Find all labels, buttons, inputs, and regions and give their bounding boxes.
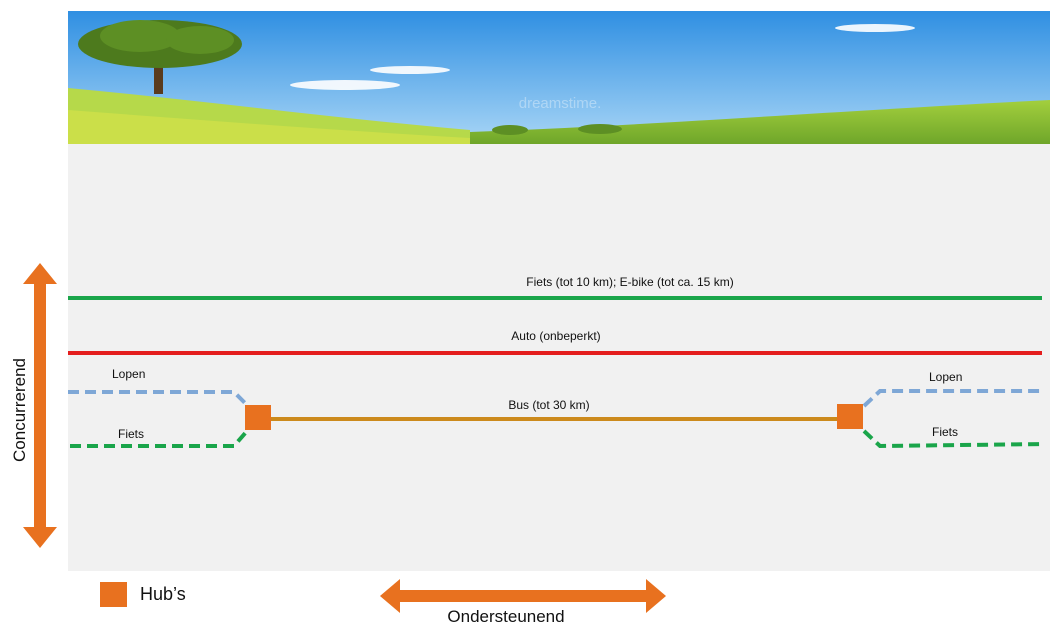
car-route-label: Auto (onbeperkt) bbox=[511, 329, 600, 343]
right-walk-feeder-line bbox=[862, 389, 1045, 408]
right-bike-feeder-line bbox=[862, 429, 1046, 449]
right-bike-label: Fiets bbox=[932, 425, 958, 439]
left-bike-label: Fiets bbox=[118, 427, 144, 441]
left-bike-feeder-line bbox=[70, 429, 249, 448]
vertical-double-arrow bbox=[23, 263, 57, 548]
diagram-panel bbox=[68, 140, 1050, 571]
watermark-text: dreamstime. bbox=[519, 95, 602, 112]
horizontal-axis-label: Ondersteunend bbox=[447, 607, 564, 626]
hub-left bbox=[245, 405, 271, 430]
horizontal-double-arrow bbox=[380, 579, 666, 613]
tree-illustration bbox=[78, 20, 242, 94]
left-walk-feeder-line bbox=[68, 390, 249, 407]
right-walk-label: Lopen bbox=[929, 370, 962, 384]
landscape-banner: dreamstime. bbox=[68, 11, 1050, 144]
bus-route-label: Bus (tot 30 km) bbox=[508, 398, 589, 412]
left-walk-label: Lopen bbox=[112, 367, 145, 381]
legend-hub-swatch bbox=[100, 582, 127, 607]
vertical-axis-label: Concurrerend bbox=[10, 358, 29, 462]
cloud bbox=[290, 24, 915, 90]
legend-hub-label: Hub’s bbox=[140, 584, 186, 604]
hub-right bbox=[837, 404, 863, 429]
bike-ebike-route-label: Fiets (tot 10 km); E-bike (tot ca. 15 km… bbox=[526, 275, 733, 289]
